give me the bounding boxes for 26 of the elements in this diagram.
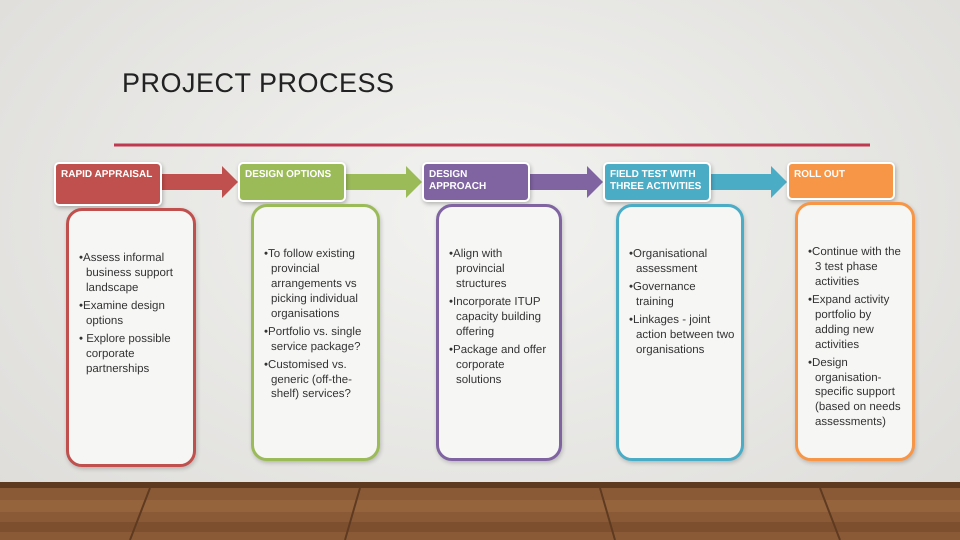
bullet-text: •Governance training [629, 280, 697, 310]
bullet-text: •Package and offer corporate solutions [449, 342, 548, 388]
step-header: DESIGN OPTIONS [238, 162, 346, 202]
bullet-text: •Customised vs. generic (off-the-shelf) services? [264, 358, 353, 402]
bullet-text: •Design organisation-specific support (based on needs assessments) [808, 356, 902, 430]
step-card [616, 204, 744, 461]
step-header: FIELD TEST WITH THREE ACTIVITIES [603, 162, 711, 202]
bullet-text: •Examine design options [79, 298, 166, 329]
step-card [795, 202, 915, 461]
bullet-text: •Align with provincial structures [449, 247, 508, 292]
step-header: RAPID APPRAISAL [54, 162, 162, 206]
bullet-text: •Incorporate ITUP capacity building offering [449, 294, 542, 340]
bullet-text: •To follow existing provincial arrangements vs picking individual organisations [264, 247, 359, 322]
step-card [436, 204, 562, 461]
bullet-text: •Linkages - joint action between two organisations [629, 312, 735, 358]
bullet-text: •Organisational assessment [629, 247, 708, 277]
bullet-text: •Portfolio vs. single service package? [264, 324, 362, 355]
bullet-text: •Continue with the 3 test phase activities [808, 245, 902, 290]
bullet-text: •Expand activity portfolio by adding new activities [808, 292, 890, 353]
step-header: DESIGN APPROACH [422, 162, 530, 202]
bullet-text: •Assess informal business support landscape [79, 251, 174, 296]
step-card [251, 204, 380, 461]
bullet-text: • Explore possible corporate partnerships [79, 332, 172, 376]
step-card [66, 208, 196, 467]
slide-title: PROJECT PROCESS [122, 68, 395, 99]
step-header: ROLL OUT [787, 162, 895, 200]
